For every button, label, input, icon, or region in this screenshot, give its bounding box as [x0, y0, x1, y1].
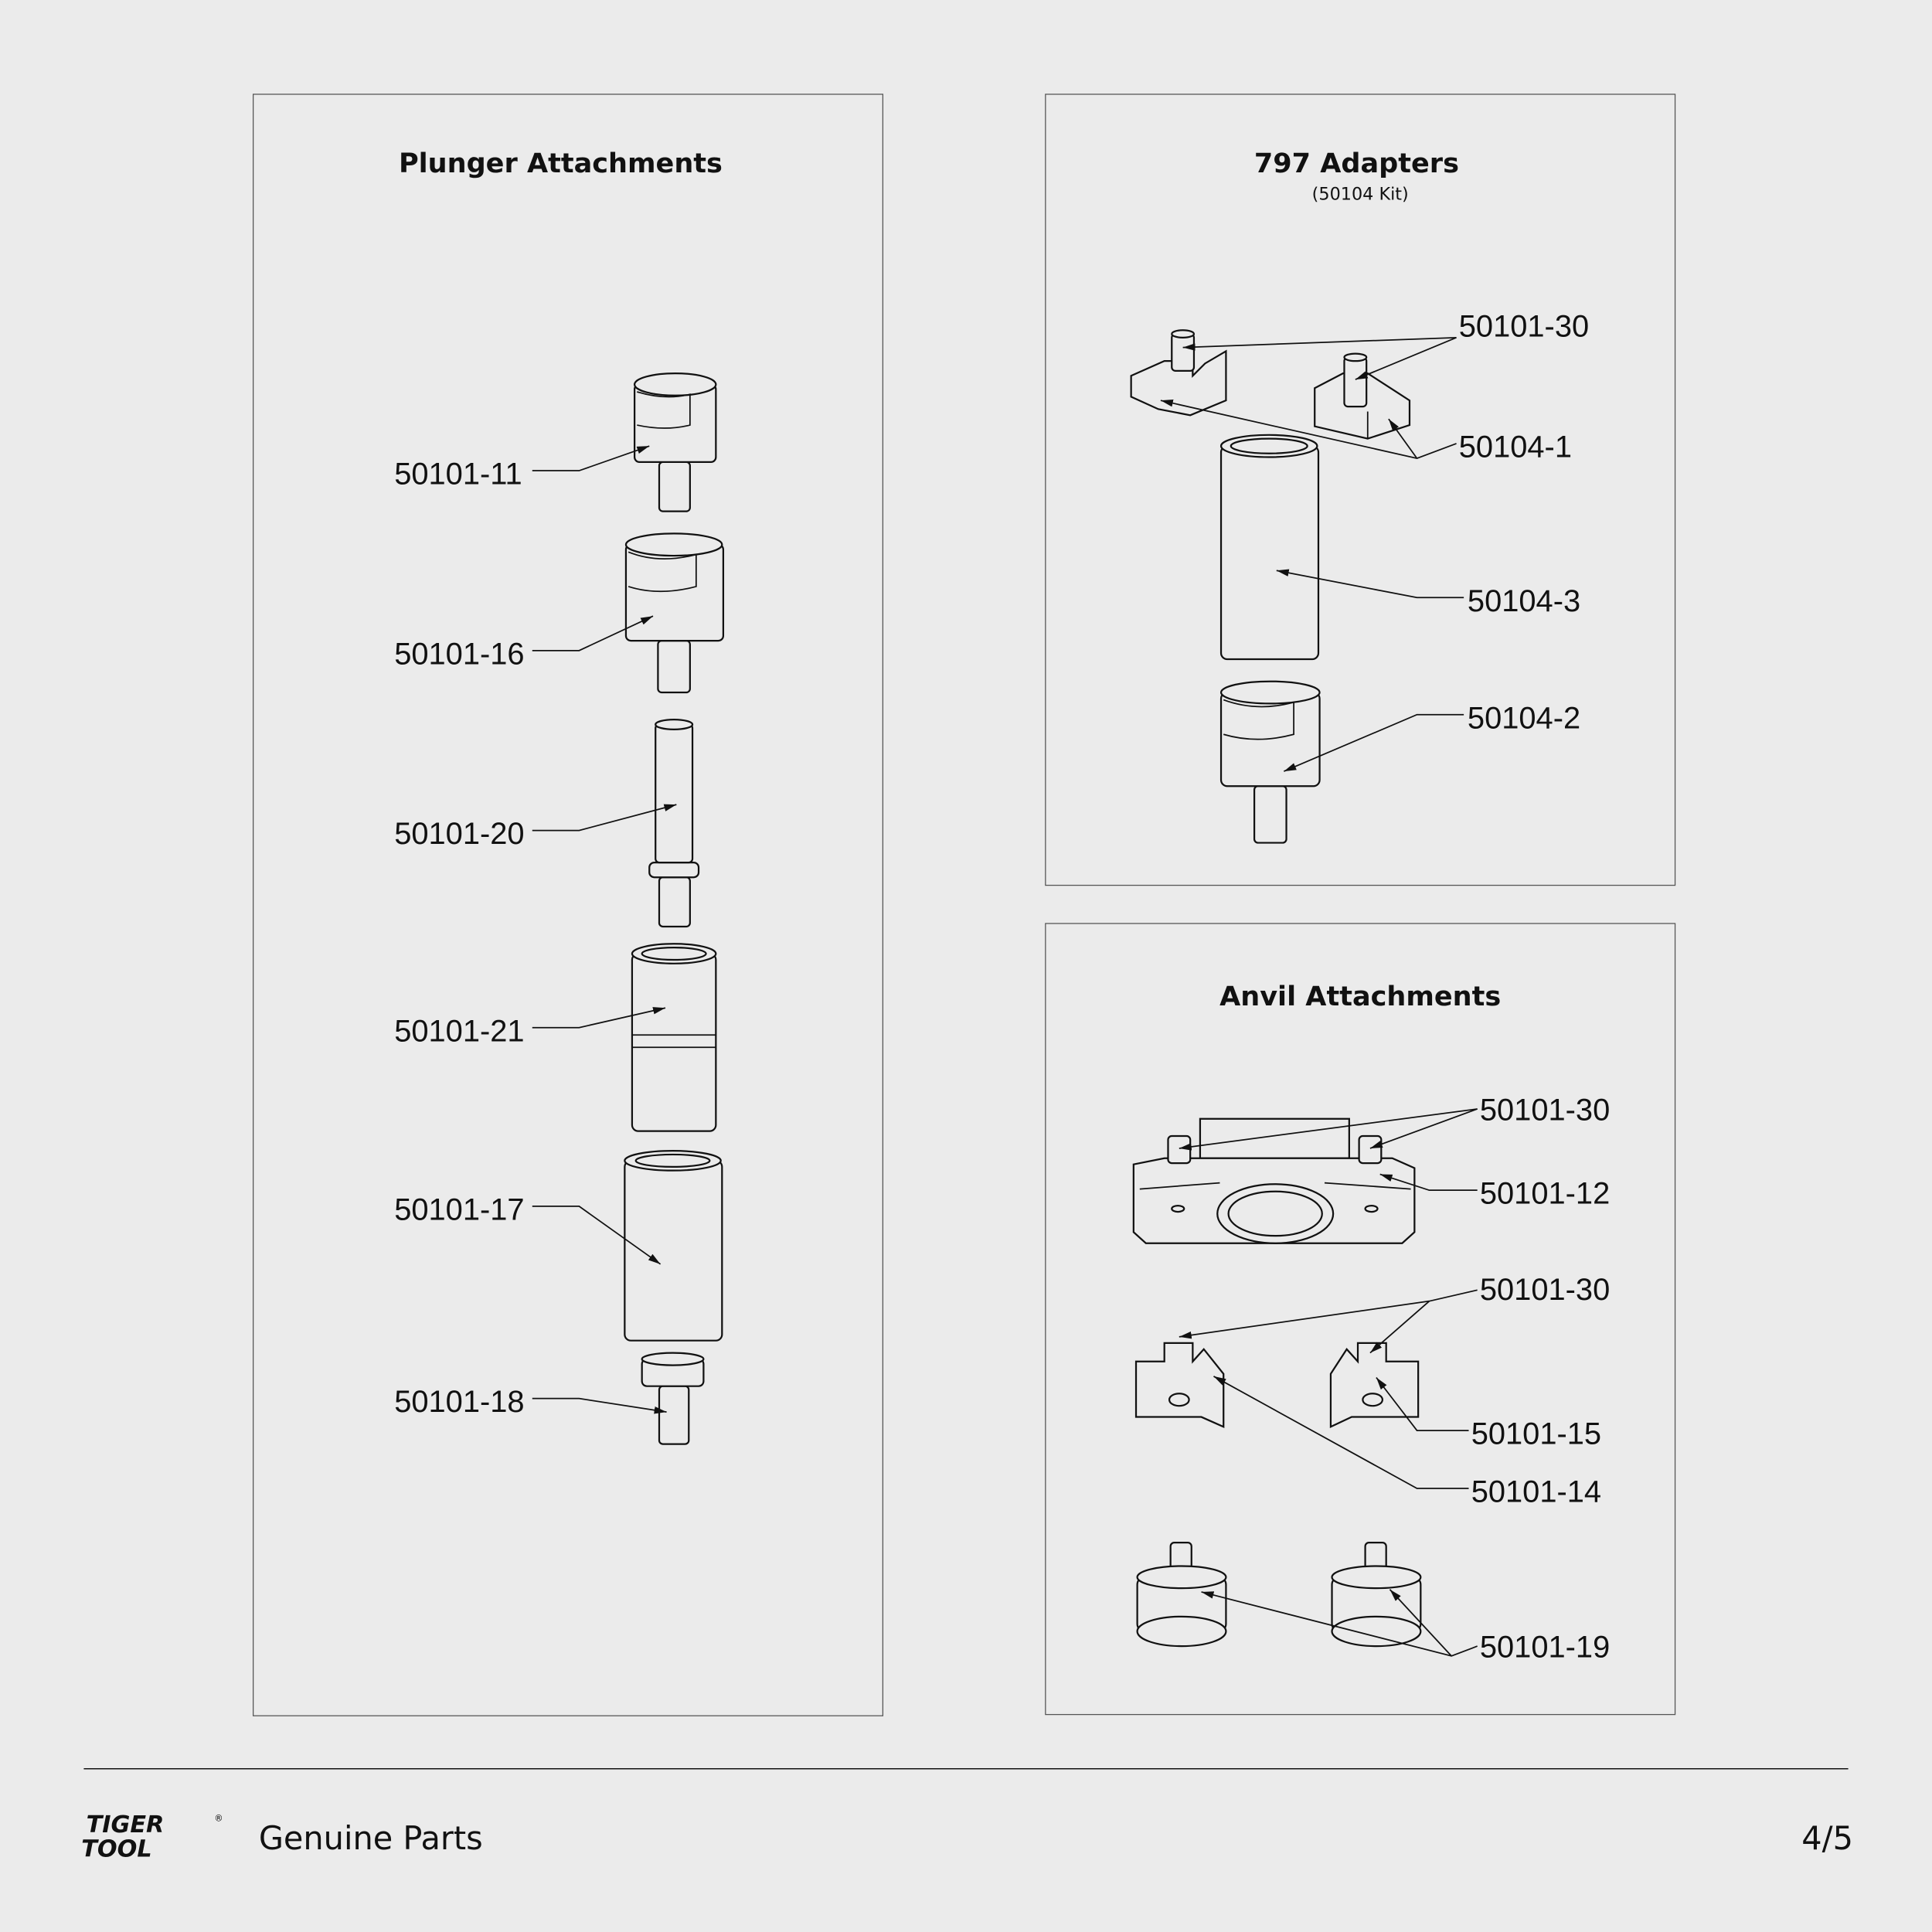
part-number-label: 50101-30	[1459, 309, 1589, 343]
footer: TIGER TOOL ® Genuine Parts 4/5	[81, 1767, 1853, 1863]
part-50101-18-drawing	[641, 1352, 705, 1445]
part-50104-1-left-drawing	[1130, 329, 1227, 417]
callout-50101-30: 50101-30	[1182, 309, 1589, 380]
tiger-tool-logo: TIGER TOOL ®	[81, 1811, 223, 1863]
anvil-attachments-panel: Anvil Attachments	[1045, 923, 1676, 1716]
callout-50101-30-top: 50101-30	[1179, 1093, 1610, 1151]
registered-mark-icon: ®	[214, 1814, 223, 1824]
plunger-attachments-panel: Plunger Attachments	[253, 94, 884, 1716]
part-50101-12-drawing	[1132, 1117, 1416, 1244]
part-number-label: 50101-21	[394, 1014, 524, 1048]
panel-border	[1045, 94, 1676, 886]
part-50101-17-drawing	[624, 1150, 723, 1342]
part-50101-15-drawing	[1329, 1342, 1420, 1429]
callout-50101-20: 50101-20	[394, 804, 677, 851]
callout-50101-15: 50101-15	[1376, 1376, 1601, 1451]
part-number-label: 50101-30	[1480, 1093, 1610, 1127]
part-number-label: 50104-3	[1468, 584, 1580, 618]
callout-50101-17: 50101-17	[394, 1192, 662, 1265]
part-number-label: 50101-15	[1471, 1417, 1601, 1451]
797-adapters-panel: 797 Adapters (50104 Kit) 50101-30	[1045, 94, 1676, 886]
callout-50101-19: 50101-19	[1201, 1589, 1610, 1664]
part-number-label: 50101-16	[394, 637, 524, 671]
part-number-label: 50101-12	[1480, 1177, 1610, 1211]
part-number-label: 50101-18	[394, 1385, 524, 1419]
part-number-label: 50104-1	[1459, 430, 1572, 464]
callout-50104-2: 50104-2	[1284, 701, 1580, 772]
callout-50101-11: 50101-11	[394, 445, 650, 492]
part-50101-19-right-drawing	[1331, 1542, 1422, 1648]
panel-title: Plunger Attachments	[399, 148, 723, 179]
part-50104-1-right-drawing	[1314, 352, 1411, 440]
panel-title: Anvil Attachments	[1219, 981, 1501, 1012]
callout-50104-1: 50104-1	[1160, 400, 1572, 464]
panel-border	[1045, 923, 1676, 1716]
logo-text-tool: TOOL	[81, 1836, 151, 1863]
panel-subtitle: (50104 Kit)	[1312, 184, 1409, 204]
part-number-label: 50104-2	[1468, 701, 1580, 735]
footer-tagline: Genuine Parts	[259, 1820, 483, 1857]
part-50101-20-drawing	[648, 719, 700, 928]
panel-border	[253, 94, 884, 1716]
callout-50101-14: 50101-14	[1213, 1376, 1601, 1509]
part-50101-21-drawing	[631, 943, 717, 1132]
page-number: 4/5	[1801, 1820, 1853, 1857]
part-number-label: 50101-19	[1480, 1630, 1610, 1664]
part-number-label: 50101-20	[394, 817, 524, 851]
part-50104-2-drawing	[1219, 680, 1321, 844]
callout-50101-21: 50101-21	[394, 1007, 666, 1048]
part-50101-11-drawing	[633, 372, 717, 512]
callout-50101-18: 50101-18	[394, 1385, 667, 1419]
callout-50101-16: 50101-16	[394, 615, 654, 671]
part-50101-19-left-drawing	[1136, 1542, 1227, 1648]
part-50104-3-drawing	[1219, 434, 1320, 661]
panel-title: 797 Adapters	[1254, 148, 1459, 179]
logo-text-tiger: TIGER	[87, 1811, 165, 1838]
part-number-label: 50101-30	[1480, 1273, 1610, 1307]
callout-50101-12: 50101-12	[1379, 1173, 1610, 1211]
callout-50104-3: 50104-3	[1276, 569, 1580, 618]
part-number-label: 50101-17	[394, 1192, 524, 1226]
callout-50101-30-middle: 50101-30	[1179, 1273, 1610, 1354]
part-number-label: 50101-11	[394, 457, 522, 492]
part-number-label: 50101-14	[1471, 1475, 1601, 1509]
part-50101-16-drawing	[624, 532, 725, 694]
part-50101-14-drawing	[1134, 1342, 1225, 1429]
